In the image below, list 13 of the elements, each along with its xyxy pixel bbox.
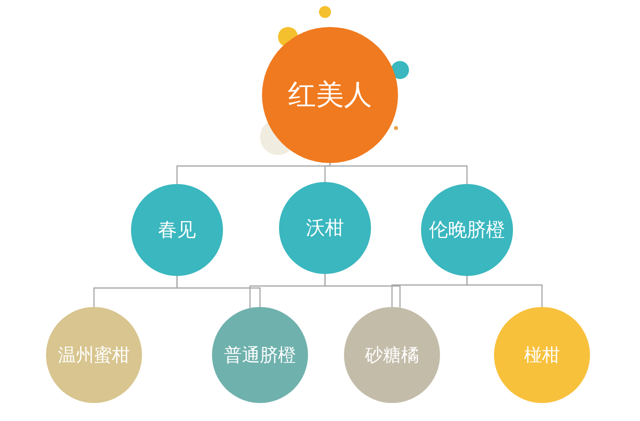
node-label: 沃柑 bbox=[306, 216, 344, 241]
node-label: 砂糖橘 bbox=[365, 344, 419, 367]
connector-line bbox=[324, 163, 331, 182]
node-label: 温州蜜柑 bbox=[58, 344, 130, 367]
node-label: 伦晚脐橙 bbox=[429, 218, 505, 243]
node-label: 椪柑 bbox=[524, 344, 560, 367]
connector-line bbox=[329, 163, 468, 184]
connector-line bbox=[324, 274, 401, 308]
node-label: 普通脐橙 bbox=[224, 344, 296, 367]
connector-line bbox=[176, 276, 261, 307]
connector-line bbox=[466, 276, 543, 307]
node-label: 春见 bbox=[158, 218, 196, 243]
node-label: 红美人 bbox=[288, 77, 372, 113]
